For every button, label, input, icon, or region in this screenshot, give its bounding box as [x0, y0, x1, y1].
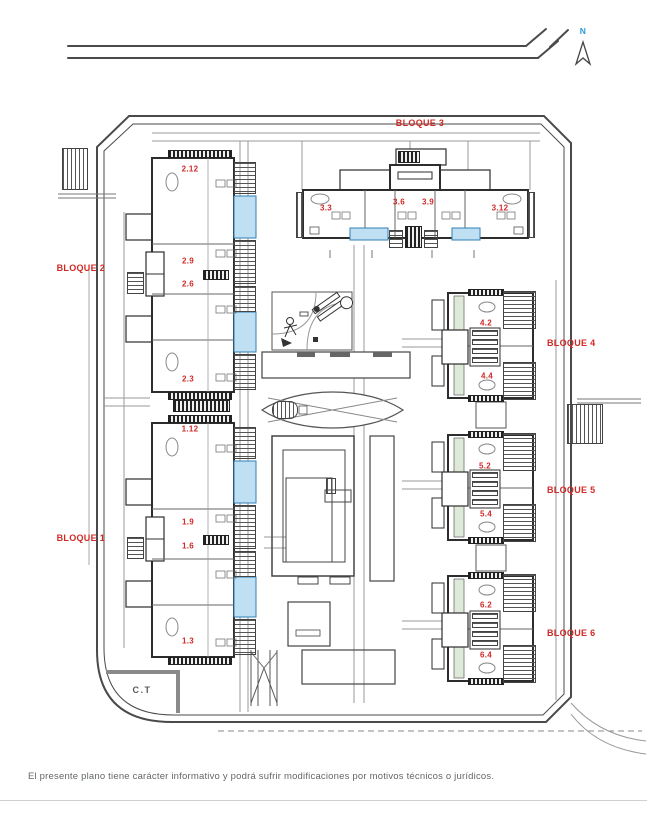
central-buildings: [271, 435, 396, 685]
north-arrow-icon: [574, 39, 592, 66]
site-boundary: [58, 115, 647, 755]
balcony-hatch: [234, 427, 256, 459]
unit-label-1-12: 1.12: [181, 424, 199, 434]
stair-hatch: [472, 357, 498, 363]
stair-hatch: [203, 535, 229, 545]
stair-hatch: [472, 481, 498, 487]
playground: [271, 291, 354, 351]
roof-hatch: [468, 537, 504, 544]
callout-bloque-4: BLOQUE 4: [547, 338, 596, 348]
stair-hatch: [472, 339, 498, 345]
stair-hatch: [127, 537, 144, 559]
garage-hatch: [503, 362, 536, 400]
stair-hatch: [127, 272, 144, 294]
balcony-hatch: [234, 551, 256, 577]
stair-hatch: [472, 348, 498, 354]
building-bloque-2: [125, 157, 257, 393]
unit-label-3-3: 3.3: [319, 203, 333, 213]
stair-hatch: [472, 622, 498, 628]
stair-hatch: [424, 230, 438, 248]
balcony-hatch: [234, 240, 256, 284]
roof-hatch: [168, 657, 232, 665]
unit-label-2-12: 2.12: [181, 164, 199, 174]
stair-hatch: [203, 270, 229, 280]
pergola-bench: [261, 351, 411, 379]
stair-hatch: [389, 230, 403, 248]
balcony-hatch: [234, 354, 256, 390]
callout-bloque-5: BLOQUE 5: [547, 485, 596, 495]
roof-hatch: [168, 415, 232, 423]
ct-label: C.T: [132, 685, 152, 695]
roof-hatch: [168, 150, 232, 158]
callout-bloque-3: BLOQUE 3: [395, 118, 445, 128]
balcony-hatch: [234, 619, 256, 655]
unit-label-1-6: 1.6: [181, 541, 195, 551]
stair-hatch: [173, 400, 230, 412]
stair-hatch: [472, 499, 498, 505]
stair-hatch: [398, 151, 420, 163]
road: [67, 28, 569, 59]
person-icon: [281, 317, 298, 347]
callout-bloque-2: BLOQUE 2: [56, 263, 105, 273]
entrance-gate-hatch: [567, 404, 603, 444]
unit-label-3-12: 3.12: [491, 203, 509, 213]
unit-label-1-3: 1.3: [181, 636, 195, 646]
unit-label-1-9: 1.9: [181, 517, 195, 527]
seesaw-icon: [311, 291, 354, 322]
balcony-hatch: [528, 192, 535, 238]
footer-divider: [0, 800, 647, 801]
unit-label-6-4: 6.4: [479, 650, 493, 660]
garage-hatch: [503, 291, 536, 329]
stair-hatch: [405, 226, 422, 248]
stair-hatch: [472, 472, 498, 478]
pool-steps: [272, 401, 298, 419]
street-parking-hatch: [62, 148, 88, 190]
garage-hatch: [503, 574, 536, 612]
unit-label-4-4: 4.4: [480, 371, 494, 381]
entrance-ramp: [250, 650, 278, 706]
unit-label-4-2: 4.2: [479, 318, 493, 328]
disclaimer-text: El presente plano tiene carácter informa…: [28, 771, 495, 782]
stair-hatch: [472, 640, 498, 646]
stair-hatch: [326, 478, 336, 494]
north-label: N: [579, 26, 587, 36]
roof-hatch: [468, 431, 504, 438]
roof-hatch: [468, 289, 504, 296]
unit-label-3-6: 3.6: [392, 197, 406, 207]
unit-label-5-2: 5.2: [478, 461, 492, 471]
stair-hatch: [472, 330, 498, 336]
unit-label-2-6: 2.6: [181, 279, 195, 289]
balcony-hatch: [296, 192, 303, 238]
stair-hatch: [472, 490, 498, 496]
unit-label-3-9: 3.9: [421, 197, 435, 207]
stair-hatch: [472, 631, 498, 637]
balcony-hatch: [234, 286, 256, 312]
unit-label-6-2: 6.2: [479, 600, 493, 610]
roof-hatch: [168, 392, 232, 400]
roof-hatch: [468, 678, 504, 685]
stair-hatch: [472, 613, 498, 619]
roof-hatch: [468, 395, 504, 402]
unit-label-2-9: 2.9: [181, 256, 195, 266]
callout-bloque-1: BLOQUE 1: [56, 533, 105, 543]
unit-label-5-4: 5.4: [479, 509, 493, 519]
garage-hatch: [503, 645, 536, 683]
right-gap-structures: [475, 401, 507, 572]
roof-hatch: [468, 572, 504, 579]
unit-label-2-3: 2.3: [181, 374, 195, 384]
balcony-hatch: [234, 162, 256, 194]
callout-bloque-6: BLOQUE 6: [547, 628, 596, 638]
garage-hatch: [503, 433, 536, 471]
ct-enclosure-wall: [106, 670, 180, 713]
garage-hatch: [503, 504, 536, 542]
balcony-hatch: [234, 505, 256, 549]
